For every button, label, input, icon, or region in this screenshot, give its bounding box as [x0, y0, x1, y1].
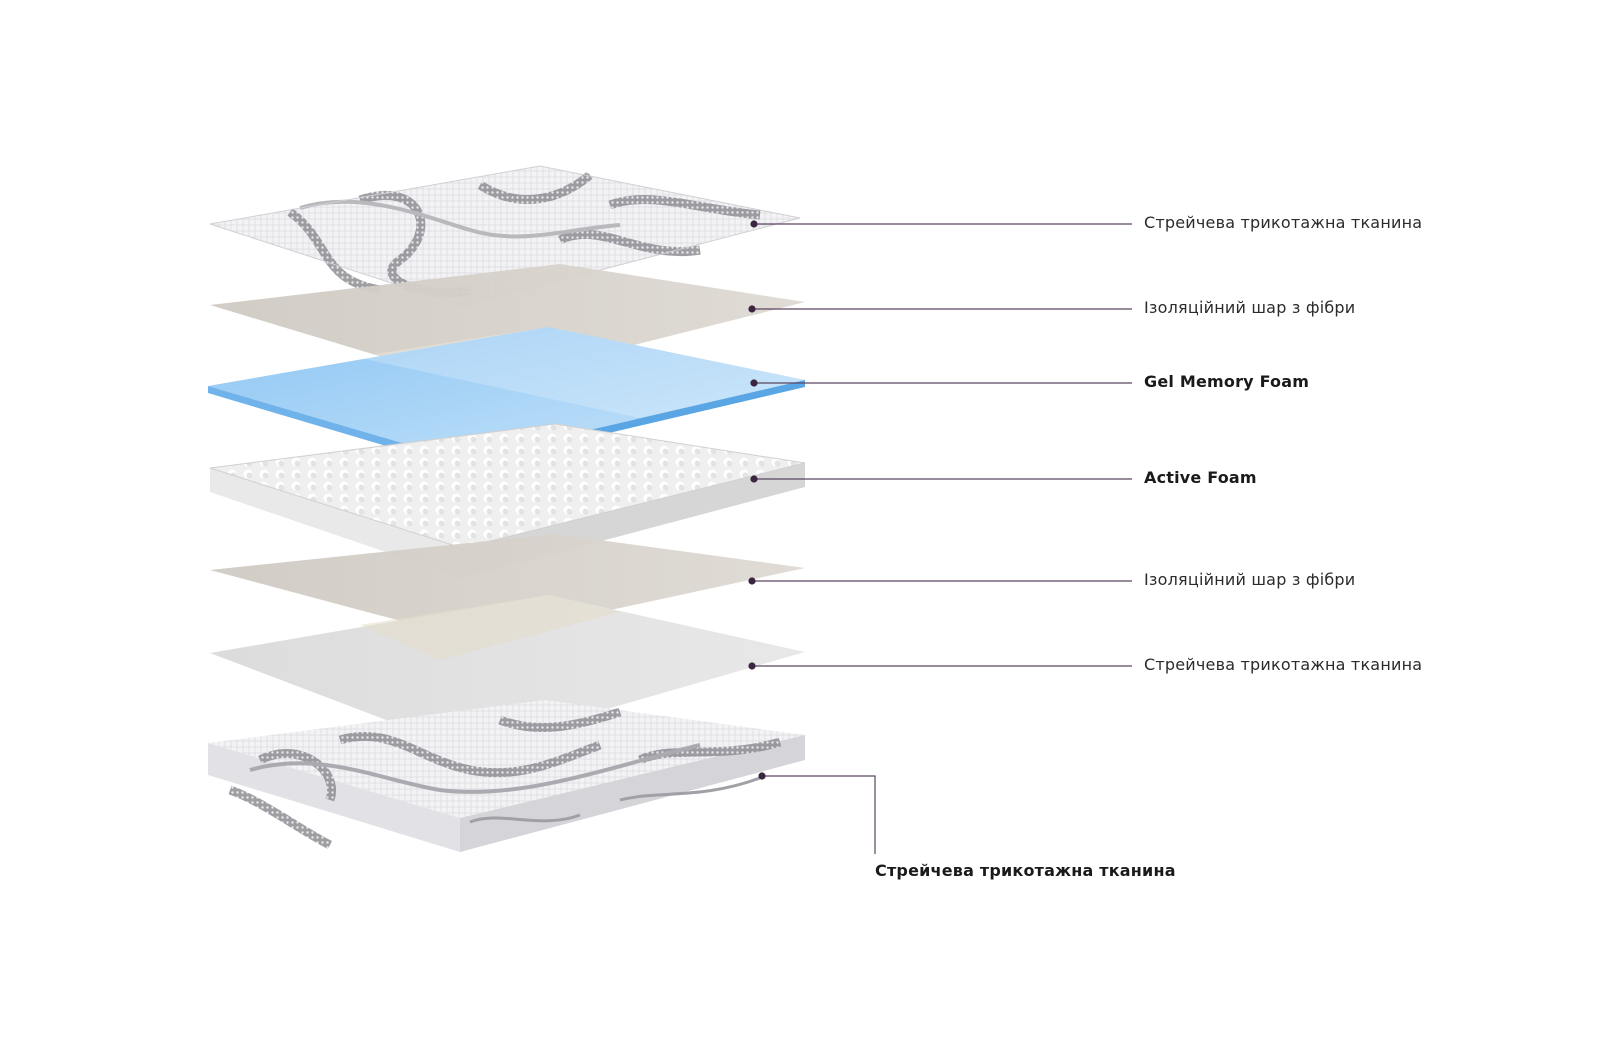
fiber-insulation-top-sheet	[210, 264, 805, 385]
leader-dot-7	[758, 772, 766, 780]
label-cover-stretch-fabric: Стрейчева трикотажна тканина	[875, 861, 1176, 880]
leader-lines	[752, 223, 1132, 854]
fiber-insulation-bottom-sheet	[210, 534, 805, 640]
label-fiber-insulation-bottom: Ізоляційний шар з фібри	[1144, 570, 1356, 589]
leader-dot-1	[750, 220, 758, 228]
leader-dot-3	[750, 379, 758, 387]
leader-dot-5	[748, 577, 756, 585]
label-fiber-insulation-top: Ізоляційний шар з фібри	[1144, 298, 1356, 317]
leader-line-7	[762, 775, 876, 854]
cover-stretch-fabric-block	[208, 700, 805, 852]
label-active-foam: Active Foam	[1144, 468, 1257, 487]
label-gel-memory-foam: Gel Memory Foam	[1144, 372, 1310, 391]
label-top-stretch-fabric: Стрейчева трикотажна тканина	[1144, 213, 1423, 232]
leader-dot-6	[748, 662, 756, 670]
leader-dot-2	[748, 305, 756, 313]
bottom-stretch-fabric-sheet	[210, 595, 805, 750]
leader-dots	[748, 220, 766, 780]
top-stretch-fabric-sheet	[209, 165, 801, 307]
leader-dot-4	[750, 475, 758, 483]
label-bottom-stretch-fabric: Стрейчева трикотажна тканина	[1144, 655, 1423, 674]
